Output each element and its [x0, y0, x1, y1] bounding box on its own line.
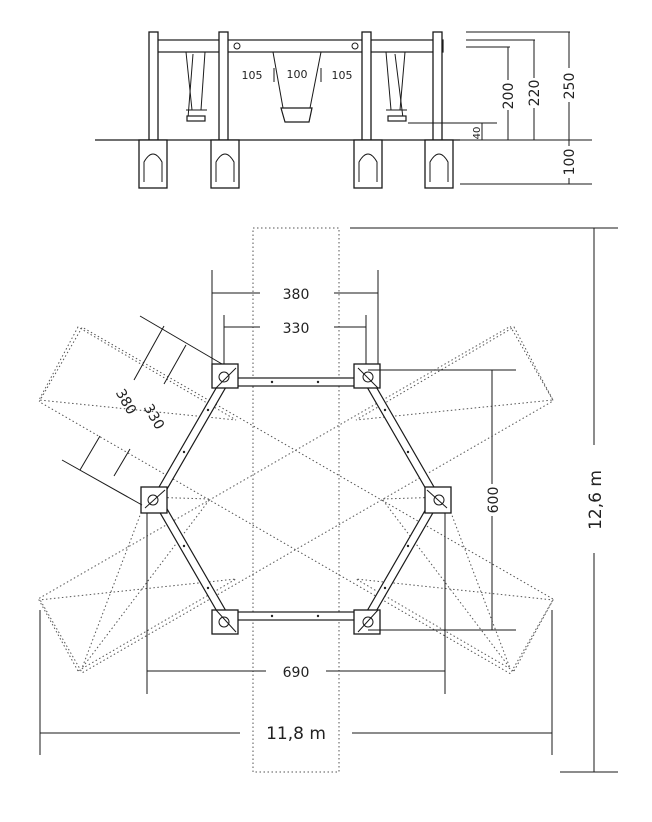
hexagon-frame: [152, 372, 441, 626]
safety-zone-fan: [355, 578, 554, 672]
post-footing-top-right: [353, 363, 381, 389]
height-220-label: 220: [527, 80, 543, 107]
safety-zone-vertical: [252, 227, 340, 773]
basket-seat-middle: [272, 51, 322, 123]
post-2: [218, 31, 229, 141]
dim-line-380-diag: [79, 435, 101, 471]
swing-zone-inner-label: 330: [283, 321, 310, 337]
seat-spacing-left-label: 105: [242, 69, 263, 82]
post-footing-left: [140, 486, 168, 514]
safety-zone-diagonal-a: [38, 325, 554, 674]
safety-zone-fan: [38, 326, 237, 421]
foundation-depth-label: 100: [562, 149, 578, 176]
seat-clearance-label: 40: [472, 127, 483, 140]
height-200-label: 200: [501, 83, 517, 110]
beam-upper-right: [360, 372, 441, 502]
foundation-4: [424, 139, 454, 189]
swing-zone-outer-label: 380: [283, 287, 310, 303]
safety-zone-fan: [38, 578, 237, 672]
diag-zone-inner-label: 330: [140, 401, 167, 432]
swing-seat-left: [185, 51, 207, 122]
total-width-label: 11,8 m: [266, 724, 326, 744]
bolt-icon: [233, 42, 241, 50]
foundation-3: [353, 139, 383, 189]
post-footing-right: [424, 486, 452, 514]
foundation-1: [138, 139, 168, 189]
dim-line-380-diag: [133, 325, 165, 381]
seat-spacing-middle-label: 100: [287, 68, 308, 81]
beam-lower-left: [152, 496, 233, 626]
frame-span-vertical-label: 600: [486, 487, 502, 514]
total-height-label: 12,6 m: [586, 470, 606, 530]
safety-zone-fan: [381, 496, 511, 669]
post-1: [148, 31, 159, 141]
height-250-label: 250: [562, 73, 578, 100]
safety-zones: [38, 227, 554, 773]
safety-zone-diagonal-b: [38, 326, 554, 675]
dim-line-330-diag: [163, 344, 187, 385]
post-4: [432, 31, 443, 141]
top-beam: [149, 39, 444, 53]
bolt-icon: [351, 42, 359, 50]
foundation-2: [210, 139, 240, 189]
beam-bottom: [227, 611, 367, 621]
dim-extension-line: [139, 315, 223, 365]
post-footing-bottom-left: [211, 609, 239, 635]
beam-top: [227, 377, 367, 387]
post-footings: [140, 363, 452, 635]
swing-seat-right: [385, 51, 407, 122]
beam-upper-left: [152, 372, 233, 502]
frame-span-horizontal-label: 690: [283, 665, 310, 681]
safety-zone-fan: [355, 326, 554, 421]
safety-zone-fan: [81, 496, 211, 669]
elevation-view: 105 100 105 200 220 250 40 100: [95, 31, 592, 189]
diag-zone-outer-label: 380: [112, 386, 139, 417]
dim-line-330-diag: [113, 448, 131, 477]
post-3: [361, 31, 372, 141]
seat-spacing-right-label: 105: [332, 69, 353, 82]
beam-lower-right: [360, 496, 441, 626]
post-footing-top-left: [211, 363, 239, 389]
plan-view: 380 330 380 330 600 690 11,8 m 1: [38, 227, 618, 773]
dim-extension-line: [61, 459, 143, 506]
